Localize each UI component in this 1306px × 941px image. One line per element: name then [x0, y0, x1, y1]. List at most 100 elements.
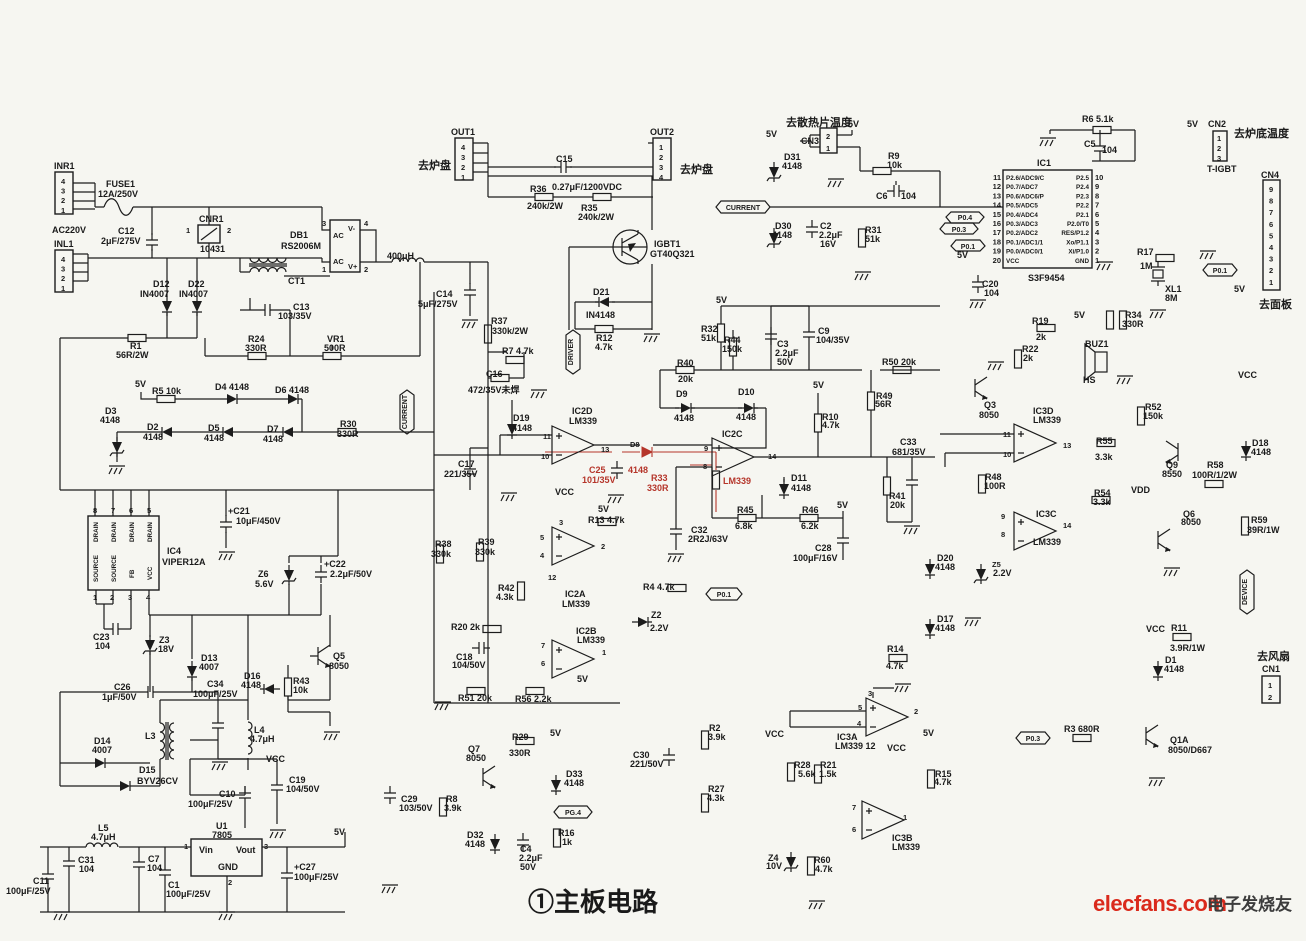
inl1-pin: 3	[61, 265, 65, 274]
out2-pin: 1	[659, 143, 663, 152]
flag-current: CURRENT	[726, 205, 761, 212]
label-comparators: 5V	[577, 674, 588, 684]
net-flags: CURRENT P0.4 P0.3 P0.1 P0.1 P0.1 PG.4 P0…	[399, 200, 1255, 819]
label-power_input: 10431	[200, 244, 225, 254]
label-smps: 7	[111, 506, 115, 515]
label-comparators: R40	[677, 358, 694, 368]
buzzer-buz1	[1084, 342, 1108, 382]
connector-out1	[454, 137, 474, 181]
label-right_block: R55	[1096, 436, 1113, 446]
label-fan: 去风扇	[1257, 649, 1290, 663]
label-comparators: 1	[602, 648, 606, 657]
ic1-left-pin: 17	[993, 228, 1001, 237]
label-right_block: 13	[1063, 441, 1071, 450]
label-power_input: C12	[118, 226, 135, 236]
ic1-mcu	[1002, 169, 1093, 269]
label-comparators: R46	[802, 505, 819, 515]
label-bottom_block: D32	[467, 830, 484, 840]
label-bottom_block: 4	[857, 719, 862, 728]
label-smps: VCC	[266, 754, 286, 764]
label-comparators: R32	[701, 324, 718, 334]
label-bottom_block: D33	[566, 769, 583, 779]
label-psu_5v: 2	[228, 878, 232, 887]
label-igbt_stage: 472/35V未焊	[468, 384, 520, 395]
ic1-right-label: RES/P1.2	[1061, 230, 1089, 237]
label-smps: R5 10k	[152, 386, 182, 396]
label-bottom_block: 3	[868, 689, 872, 698]
label-smps: 4007	[92, 745, 112, 755]
label-right_block: R58	[1207, 460, 1224, 470]
label-power_input: 500R	[324, 343, 346, 353]
ic1-right-label: Xo/P1.1	[1066, 239, 1089, 246]
label-comparators: 4.7k	[822, 420, 841, 430]
cn4-pin: 9	[1269, 185, 1273, 194]
label-power_input: 1	[186, 226, 190, 235]
label-right_block: VCC	[1238, 370, 1258, 380]
label-igbt_stage: R35	[581, 203, 598, 213]
ic1-left-pin: 14	[993, 201, 1002, 210]
page-title: ①主板电路	[528, 887, 659, 917]
label-mcu: CN4	[1261, 170, 1279, 180]
label-smps: D5	[208, 423, 220, 433]
label-right_block: 150k	[1143, 411, 1164, 421]
label-comparators: 4	[540, 551, 545, 560]
label-right_block: Q6	[1183, 509, 1195, 519]
label-smps: 104	[95, 641, 110, 651]
label-mcu: C20	[982, 279, 999, 289]
label-comparators: 681/35V	[892, 447, 926, 457]
label-bottom_block: C4	[520, 844, 532, 854]
label-power_input: 4	[364, 219, 369, 228]
label-igbt_stage: 330k/2W	[492, 326, 529, 336]
ic1-right-label: GND	[1075, 258, 1089, 265]
watermark-slogan: 电子发烧友	[1207, 894, 1292, 914]
label-bottom_block: 7	[852, 803, 856, 812]
label-psu_5v: Vin	[199, 845, 213, 855]
label-power_input: IN4007	[179, 289, 208, 299]
ic1-left-label: P0.1/ADC1/1	[1006, 239, 1044, 246]
label-comparators: 5V	[598, 504, 609, 514]
label-smps: 6	[129, 506, 133, 515]
label-bottom_block: 4.7k	[934, 777, 953, 787]
label-comparators: C3	[777, 339, 789, 349]
label-bottom_block: 2.2μF	[519, 853, 543, 863]
label-comparators: R13 4.7k	[588, 515, 626, 525]
varistor-cnr1	[197, 224, 221, 244]
label-smps: IC4	[167, 546, 181, 556]
ic1-right-pin: 5	[1095, 219, 1099, 228]
ic1-left-label: P0.4/ADC4	[1006, 212, 1038, 219]
label-bottom_block: R28	[794, 760, 811, 770]
label-power_input: 56R/2W	[116, 350, 149, 360]
label-right_block: 4148	[935, 562, 955, 572]
label-temp_sense: 4148	[772, 230, 792, 240]
label-mcu: 1M	[1140, 261, 1153, 271]
label-right_block: Q9	[1166, 460, 1178, 470]
label-bottom_block: 5V	[923, 728, 934, 738]
label-bottom_block: 4.7k	[815, 864, 834, 874]
ic1-left-label: P0.5/ADC5	[1006, 203, 1038, 210]
label-power_input: 12A/250V	[98, 189, 138, 199]
cn2-pin: 3	[1217, 154, 1221, 163]
ic1-right-label: P2.0/T0	[1067, 221, 1090, 228]
label-comparators: 12	[548, 573, 556, 582]
label-bottom_block: R15	[935, 769, 952, 779]
label-smps: 104/50V	[286, 784, 320, 794]
label-smps: DRAIN	[129, 522, 136, 542]
label-psu_5v: +C27	[294, 862, 316, 872]
label-comparators: R50 20k	[882, 357, 917, 367]
label-comparators: C32	[691, 525, 708, 535]
label-igbt_stage: IN4148	[586, 310, 615, 320]
label-right_block: 3.3k	[1095, 452, 1114, 462]
label-smps: C26	[114, 682, 131, 692]
label-comparators: R39	[478, 537, 495, 547]
label-mcu: 5V	[957, 250, 968, 260]
ic1-right-label: P2.1	[1076, 212, 1089, 219]
ic1-left-pin: 19	[993, 247, 1001, 256]
out2-pin: 3	[659, 163, 663, 172]
flag-driver: DRIVER	[568, 339, 575, 365]
label-temp_sense: C2	[820, 221, 832, 231]
label-comparators: 101/35V	[582, 475, 616, 485]
label-comparators: R33	[651, 473, 668, 483]
cn4-pin: 5	[1269, 231, 1273, 240]
ic1-right-pin: 9	[1095, 182, 1099, 191]
